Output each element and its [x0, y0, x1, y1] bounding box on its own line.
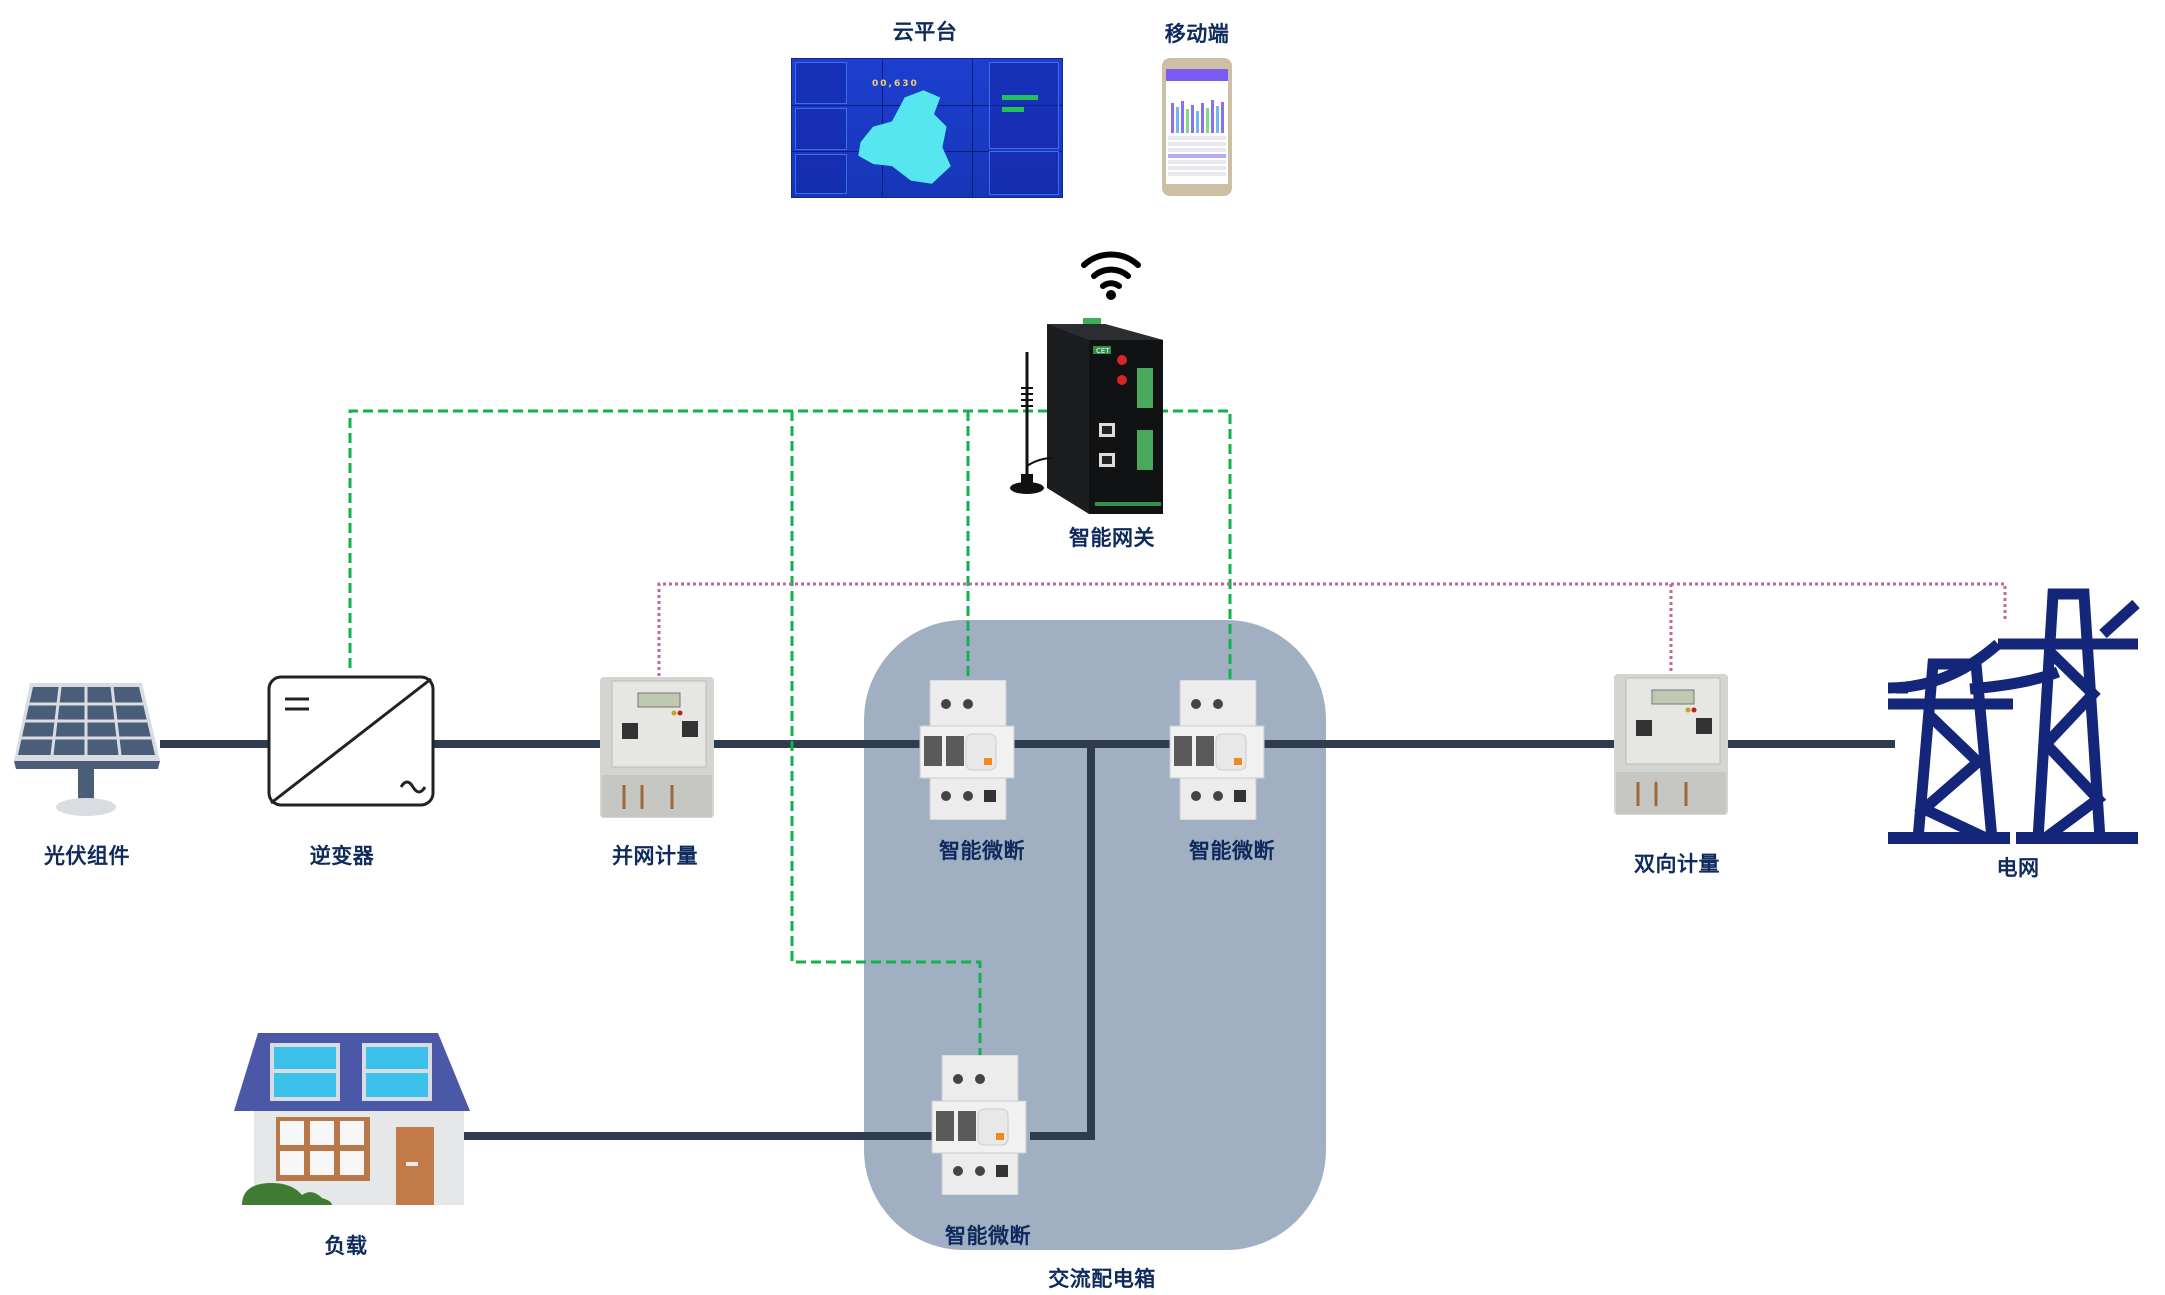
smart-gateway-device: CET	[1047, 318, 1163, 514]
bidirectional-meter-label: 双向计量	[1634, 852, 1720, 876]
power-lines	[160, 740, 1895, 1140]
load-label: 负载	[324, 1234, 368, 1258]
china-map-icon	[858, 90, 951, 184]
svg-text:CET: CET	[1096, 347, 1110, 355]
green-line-inverter	[348, 409, 1232, 683]
wifi-icon	[1081, 251, 1141, 300]
gateway-label: 智能网关	[1069, 526, 1155, 550]
cloud-platform-label: 云平台	[892, 20, 958, 44]
mobile-label: 移动端	[1164, 22, 1230, 46]
safe-run-counter: 00,630	[872, 79, 919, 89]
green-line-breaker-3	[790, 411, 982, 1055]
smart-breaker-1	[919, 680, 1015, 820]
power-line-load-branch	[1030, 744, 1095, 1140]
smart-breaker-3	[931, 1055, 1027, 1195]
power-grid-label: 电网	[1996, 856, 2040, 880]
enclosure-label: 交流配电箱	[1048, 1267, 1156, 1291]
smart-breaker-2	[1169, 680, 1265, 820]
grid-connected-meter	[600, 677, 714, 818]
power-tower-icon	[1888, 588, 2140, 844]
comm-lines-green	[348, 409, 1232, 1055]
bidirectional-meter	[1614, 674, 1728, 815]
solar-panel-icon	[14, 683, 160, 816]
phone-bar-chart	[1169, 93, 1225, 133]
pv-module-label: 光伏组件	[44, 844, 130, 868]
inverter-label: 逆变器	[309, 844, 375, 868]
breaker-1-label: 智能微断	[939, 839, 1025, 863]
pink-line	[657, 582, 2007, 676]
cloud-platform-screen: 00,630	[791, 58, 1063, 198]
breaker-2-label: 智能微断	[1189, 839, 1275, 863]
house-load-icon	[234, 1033, 470, 1205]
mobile-phone	[1162, 58, 1232, 196]
grid-meter-label: 并网计量	[612, 844, 698, 868]
antenna-icon	[1010, 352, 1054, 494]
inverter-icon	[267, 675, 435, 807]
breaker-3-label: 智能微断	[945, 1224, 1031, 1248]
comm-lines-pink	[657, 582, 2007, 676]
